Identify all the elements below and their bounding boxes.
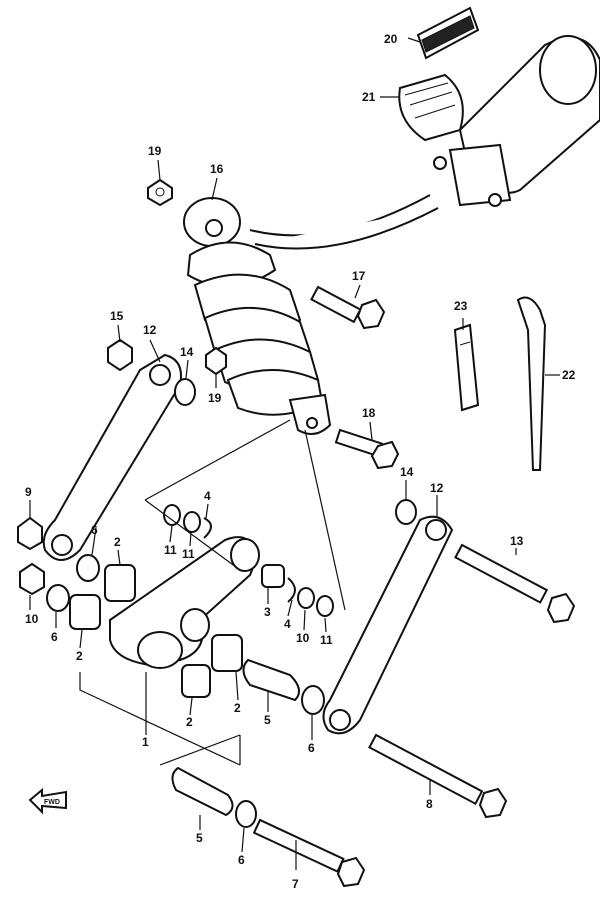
cushion-rod-part-12-left [42,353,182,561]
callout-18: 18 [362,406,376,420]
bushing-part-3 [261,564,285,588]
assembly-line-c [304,429,346,611]
forward-direction-arrow-icon: FWD [28,787,67,815]
callout-23: 23 [454,299,468,313]
callout-2-c: 2 [186,715,193,729]
callout-2-d: 2 [234,701,241,715]
assembly-line-d [79,672,241,766]
callout-5-b: 5 [196,831,203,845]
callout-14-right: 14 [400,465,414,479]
callout-17: 17 [352,269,366,283]
reservoir-nut [433,156,447,170]
rear-shock-absorber [183,197,332,435]
assembly-line-b [144,499,241,571]
bolt-part-13 [454,543,576,624]
bolt-part-17 [310,285,386,330]
callout-4-a: 4 [204,489,211,503]
reservoir-group [398,6,600,207]
callout-9-bottom: 10 [25,612,39,626]
shock-bottom-eye [288,393,332,435]
washer-part-10-b [297,587,315,609]
washer-part-6-b [46,584,70,612]
fwd-label: FWD [44,799,60,806]
callout-14-left: 14 [180,345,194,359]
callout-3: 3 [264,605,271,619]
spacer-part-5-a [242,658,300,702]
callout-22: 22 [562,368,576,382]
callout-13: 13 [510,534,524,548]
nut-part-19-top [147,178,173,207]
washer-part-14-a [174,378,196,406]
cushion-lever [109,536,260,669]
callout-19-lower: 19 [208,391,222,405]
reservoir-fitting [448,143,512,207]
callout-8: 8 [426,797,433,811]
callout-10-b: 10 [296,631,310,645]
assembly-line-e [159,734,241,766]
callout-21: 21 [362,90,376,104]
nut-part-9-b [19,562,45,596]
callout-4-b: 4 [284,617,291,631]
bearing-part-2-a [104,564,136,602]
callout-6-d: 6 [238,853,245,867]
reservoir-bolt [488,193,502,207]
callout-19-top: 19 [148,144,162,158]
callout-6-b: 6 [51,630,58,644]
reservoir-end-cap [539,35,597,105]
nut-part-19-top-bore [155,187,165,197]
washer-part-6-d [235,800,257,828]
nut-part-15 [107,338,133,372]
tool-part-23 [453,323,480,412]
callout-12-right: 12 [430,481,444,495]
washer-part-6-a [76,554,100,582]
callout-6-a: 6 [91,523,98,537]
bearing-part-2-d [181,664,211,698]
bolt-part-7 [252,818,366,888]
tool-part-22 [516,296,547,471]
callout-2-a: 2 [114,535,121,549]
callout-16: 16 [210,162,224,176]
circlip-part-4-a [203,517,212,539]
cushion-rod-part-12-right [322,515,454,735]
callout-9-top: 9 [25,485,32,499]
reservoir-clamp-part-21 [398,73,464,142]
callout-leaders [29,37,560,870]
washer-part-14-b [395,499,417,525]
callout-5-a: 5 [264,713,271,727]
washer-part-6-c [301,685,325,715]
callout-11-b: 11 [320,633,333,647]
callout-12-left: 12 [143,323,157,337]
callout-2-b: 2 [76,649,83,663]
nut-part-9-a [17,516,43,551]
callout-20: 20 [384,32,398,46]
reservoir-hose-outer [254,207,439,250]
bolt-part-8 [368,733,508,819]
circlip-part-4-b [287,577,296,603]
callout-1: 1 [142,735,149,749]
callout-15: 15 [110,309,124,323]
shock-bottom-bore [306,417,318,429]
shock-top-bore [205,219,223,237]
callout-6-c: 6 [308,741,315,755]
callout-7: 7 [292,877,299,891]
nut-part-19-lower [205,346,227,376]
nut-part-11-b [316,595,334,617]
callout-11-a: 11 [164,543,177,557]
nut-part-11-a [163,504,181,526]
spacer-part-5-b [171,766,234,817]
reservoir-label-fill [421,15,475,53]
callout-10-a: 11 [182,547,195,561]
bearing-part-2-c [211,634,243,672]
reservoir-clamp-ridges [404,82,456,119]
bolt-part-18 [334,428,400,470]
washer-part-10-a [183,511,201,533]
assembly-line-a [144,419,291,501]
bearing-part-2-b [69,594,101,630]
